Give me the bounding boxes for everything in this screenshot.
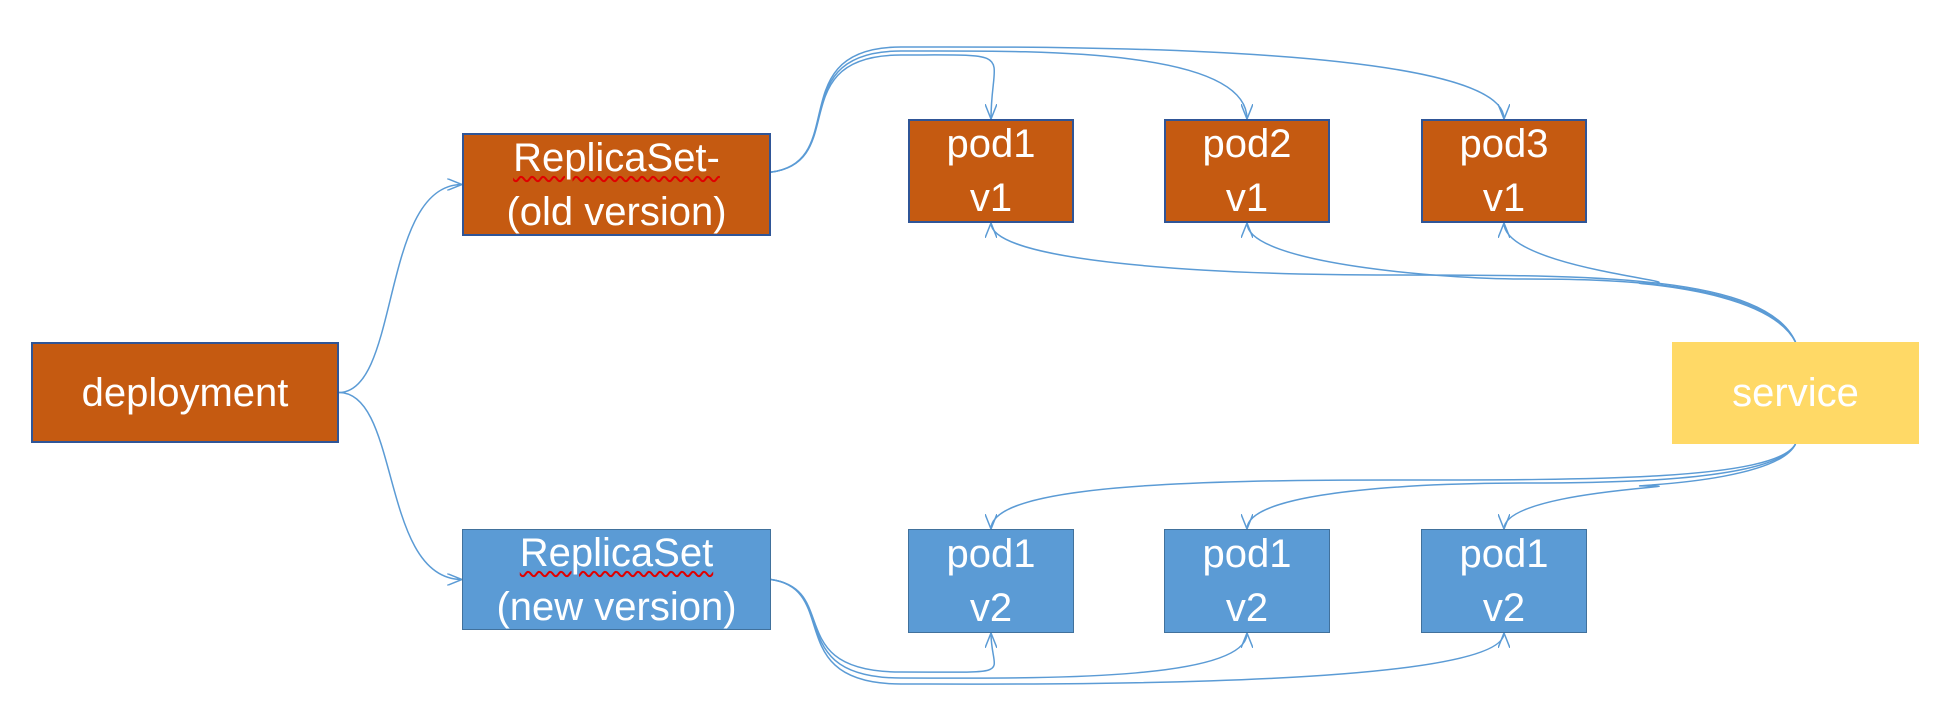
service-label: service — [1732, 371, 1859, 415]
connector-service-to-pod_old_1 — [991, 223, 1797, 343]
pod-name: pod3 — [1459, 122, 1549, 166]
pod-new-3-node: pod1 v2 — [1421, 529, 1587, 633]
replicaset-old-title: ReplicaSet- — [513, 131, 720, 185]
replicaset-old-title-text: ReplicaSet- — [513, 135, 720, 180]
replicaset-new-title-text: ReplicaSet — [519, 530, 714, 575]
pod-name: pod1 — [946, 532, 1036, 576]
pod-version: v1 — [969, 176, 1013, 220]
connector-deployment-to-replicaset_new — [338, 391, 462, 580]
pod-name: pod2 — [1202, 122, 1292, 166]
pod-version: v2 — [969, 586, 1013, 630]
connector-replicaset_old-to-pod_old_3 — [770, 46, 1504, 173]
connector-service-to-pod_old_2 — [1247, 223, 1797, 343]
replicaset-new-subtitle: (new version) — [496, 584, 737, 629]
replicaset-old-node: ReplicaSet- (old version) — [462, 133, 771, 236]
deployment-label: deployment — [81, 370, 289, 415]
pod-name: pod1 — [1202, 532, 1292, 576]
pod-old-3-node: pod3 v1 — [1421, 119, 1587, 223]
connector-service-to-pod_new_1 — [991, 443, 1797, 529]
pod-version: v1 — [1482, 176, 1526, 220]
connector-replicaset_new-to-pod_new_3 — [770, 578, 1504, 685]
pod-version: v2 — [1225, 586, 1269, 630]
replicaset-new-title: ReplicaSet — [520, 526, 713, 580]
replicaset-new-node: ReplicaSet (new version) — [462, 529, 771, 630]
replicaset-old-subtitle: (old version) — [506, 189, 727, 234]
pod-new-2-node: pod1 v2 — [1164, 529, 1330, 633]
connector-service-to-pod_new_3 — [1504, 443, 1797, 529]
pod-old-1-node: pod1 v1 — [908, 119, 1074, 223]
connector-service-to-pod_old_3 — [1504, 223, 1797, 343]
deployment-node: deployment — [31, 342, 339, 443]
pod-version: v2 — [1482, 586, 1526, 630]
pod-name: pod1 — [946, 122, 1036, 166]
connector-deployment-to-replicaset_old — [338, 185, 462, 394]
connector-service-to-pod_new_2 — [1247, 443, 1797, 529]
pod-name: pod1 — [1459, 532, 1549, 576]
pod-version: v1 — [1225, 176, 1269, 220]
pod-new-1-node: pod1 v2 — [908, 529, 1074, 633]
pod-old-2-node: pod2 v1 — [1164, 119, 1330, 223]
service-node: service — [1672, 342, 1919, 444]
